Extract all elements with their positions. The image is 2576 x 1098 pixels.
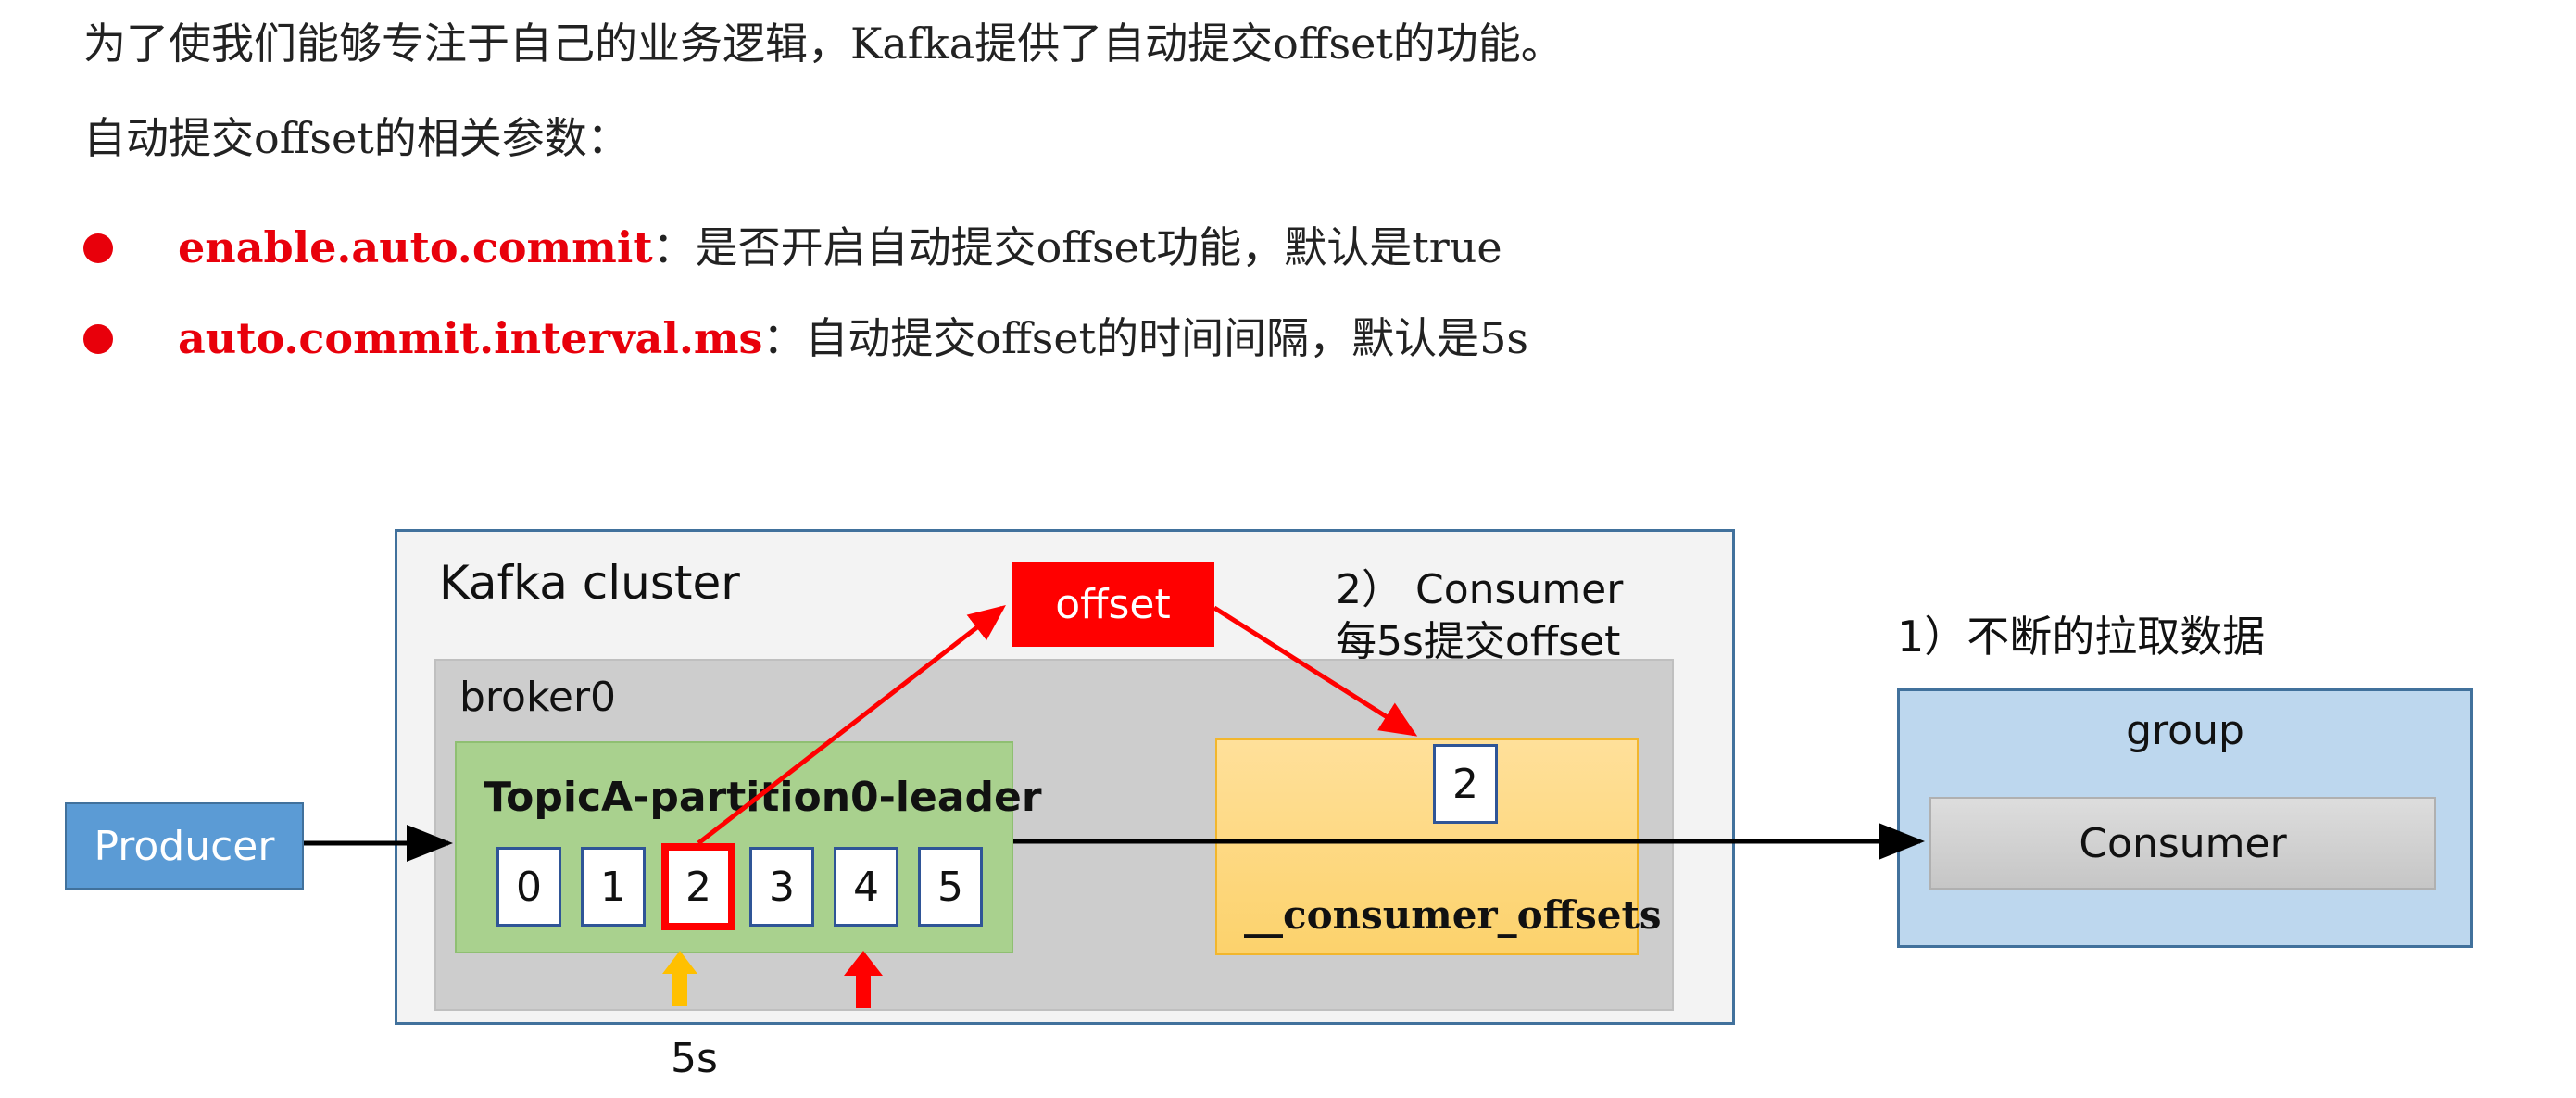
- params-heading: 自动提交offset的相关参数：: [83, 113, 630, 163]
- step2-label-line2: 每5s提交offset: [1336, 618, 1621, 665]
- partition-cell-highlighted: 2: [661, 843, 735, 930]
- bullet-item-enable-auto-commit: enable.auto.commit ：是否开启自动提交offset功能，默认是…: [83, 222, 1502, 273]
- param-key: enable.auto.commit: [178, 222, 653, 272]
- bullet-item-auto-commit-interval: auto.commit.interval.ms ：自动提交offset的时间间隔…: [83, 313, 1528, 364]
- bullet-dot-icon: [83, 233, 113, 263]
- committed-offset-cell: 2: [1433, 744, 1498, 824]
- interval-label: 5s: [671, 1035, 718, 1082]
- kafka-cluster-label: Kafka cluster: [439, 556, 740, 610]
- step2-label-line1: 2） Consumer: [1336, 566, 1624, 613]
- partition-cell: 4: [834, 847, 898, 927]
- consumer-label: Consumer: [2079, 819, 2287, 867]
- bullet-dot-icon: [83, 323, 113, 354]
- param-description: ：是否开启自动提交offset功能，默认是true: [652, 222, 1502, 272]
- consumer-offsets-label: __consumer_offsets: [1244, 892, 1662, 938]
- producer-label: Producer: [94, 822, 275, 870]
- offset-tag: offset: [1012, 562, 1214, 647]
- partition-cell: 0: [496, 847, 561, 927]
- intro-line: 为了使我们能够专注于自己的业务逻辑，Kafka提供了自动提交offset的功能。: [83, 19, 1564, 69]
- param-key: auto.commit.interval.ms: [178, 313, 763, 363]
- group-label: group: [2126, 707, 2244, 754]
- param-description: ：自动提交offset的时间间隔，默认是5s: [762, 313, 1528, 363]
- consumer-offsets-box: [1215, 738, 1639, 955]
- partition-label: TopicA-partition0-leader: [484, 774, 1042, 821]
- partition-cell: 1: [581, 847, 646, 927]
- step1-label: 1）不断的拉取数据: [1897, 612, 2266, 662]
- producer-box: Producer: [65, 802, 304, 890]
- broker-label: broker0: [459, 674, 617, 721]
- consumer-box: Consumer: [1929, 797, 2436, 890]
- partition-cell: 5: [918, 847, 983, 927]
- partition-cell: 3: [749, 847, 814, 927]
